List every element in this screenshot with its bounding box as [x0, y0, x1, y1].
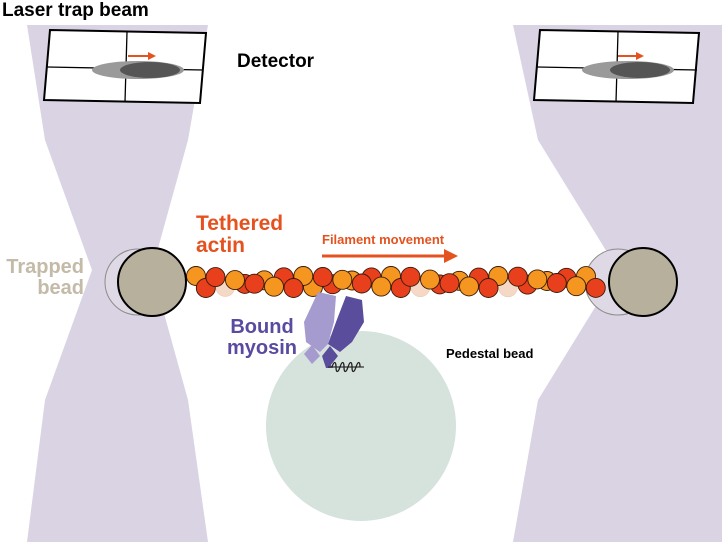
actin-monomer [225, 270, 245, 291]
actin-monomer [351, 273, 372, 294]
filament-movement-label: Filament movement [322, 232, 445, 247]
bound-myosin [304, 292, 364, 368]
bound-myosin-label: Bound myosin [216, 317, 308, 359]
trapped-label-line-1: Trapped [6, 256, 84, 278]
right-detector [532, 28, 701, 105]
actin-monomer [400, 266, 421, 287]
actin-monomer [264, 276, 284, 297]
myosin-spring [328, 361, 364, 373]
bound-label-line-2: myosin [226, 337, 298, 359]
actin-monomer [283, 278, 304, 298]
trapped-bead-label: Trapped bead [0, 257, 84, 299]
actin-monomer [439, 273, 460, 294]
bound-label-line-1: Bound [230, 316, 294, 338]
tethered-actin-label: Tethered actin [196, 212, 284, 258]
actin-monomer [546, 273, 567, 293]
right-trapped-bead [608, 247, 678, 317]
page-title: Laser trap beam [2, 0, 149, 21]
actin-monomer [371, 276, 392, 297]
actin-monomer [507, 266, 528, 287]
actin-monomer [244, 273, 265, 294]
tethered-label-line-2: actin [196, 234, 246, 258]
tethered-actin-filament [186, 266, 606, 298]
trapped-label-line-2: bead [37, 277, 84, 299]
left-detector [42, 28, 208, 105]
actin-monomer [459, 276, 479, 297]
actin-monomer [420, 269, 440, 290]
pedestal-bead [266, 331, 456, 521]
actin-monomer [332, 269, 353, 290]
actin-monomer [205, 267, 226, 288]
left-trapped-bead [117, 247, 187, 317]
detector-label: Detector [237, 51, 315, 72]
filament-movement-arrow [322, 249, 458, 263]
actin-monomer [527, 269, 548, 290]
actin-monomer [585, 277, 606, 298]
actin-monomer [478, 278, 499, 298]
actin-monomer [312, 267, 333, 287]
actin-monomer [566, 276, 587, 297]
tethered-label-line-1: Tethered [196, 212, 284, 235]
pedestal-bead-label: Pedestal bead [446, 346, 534, 361]
